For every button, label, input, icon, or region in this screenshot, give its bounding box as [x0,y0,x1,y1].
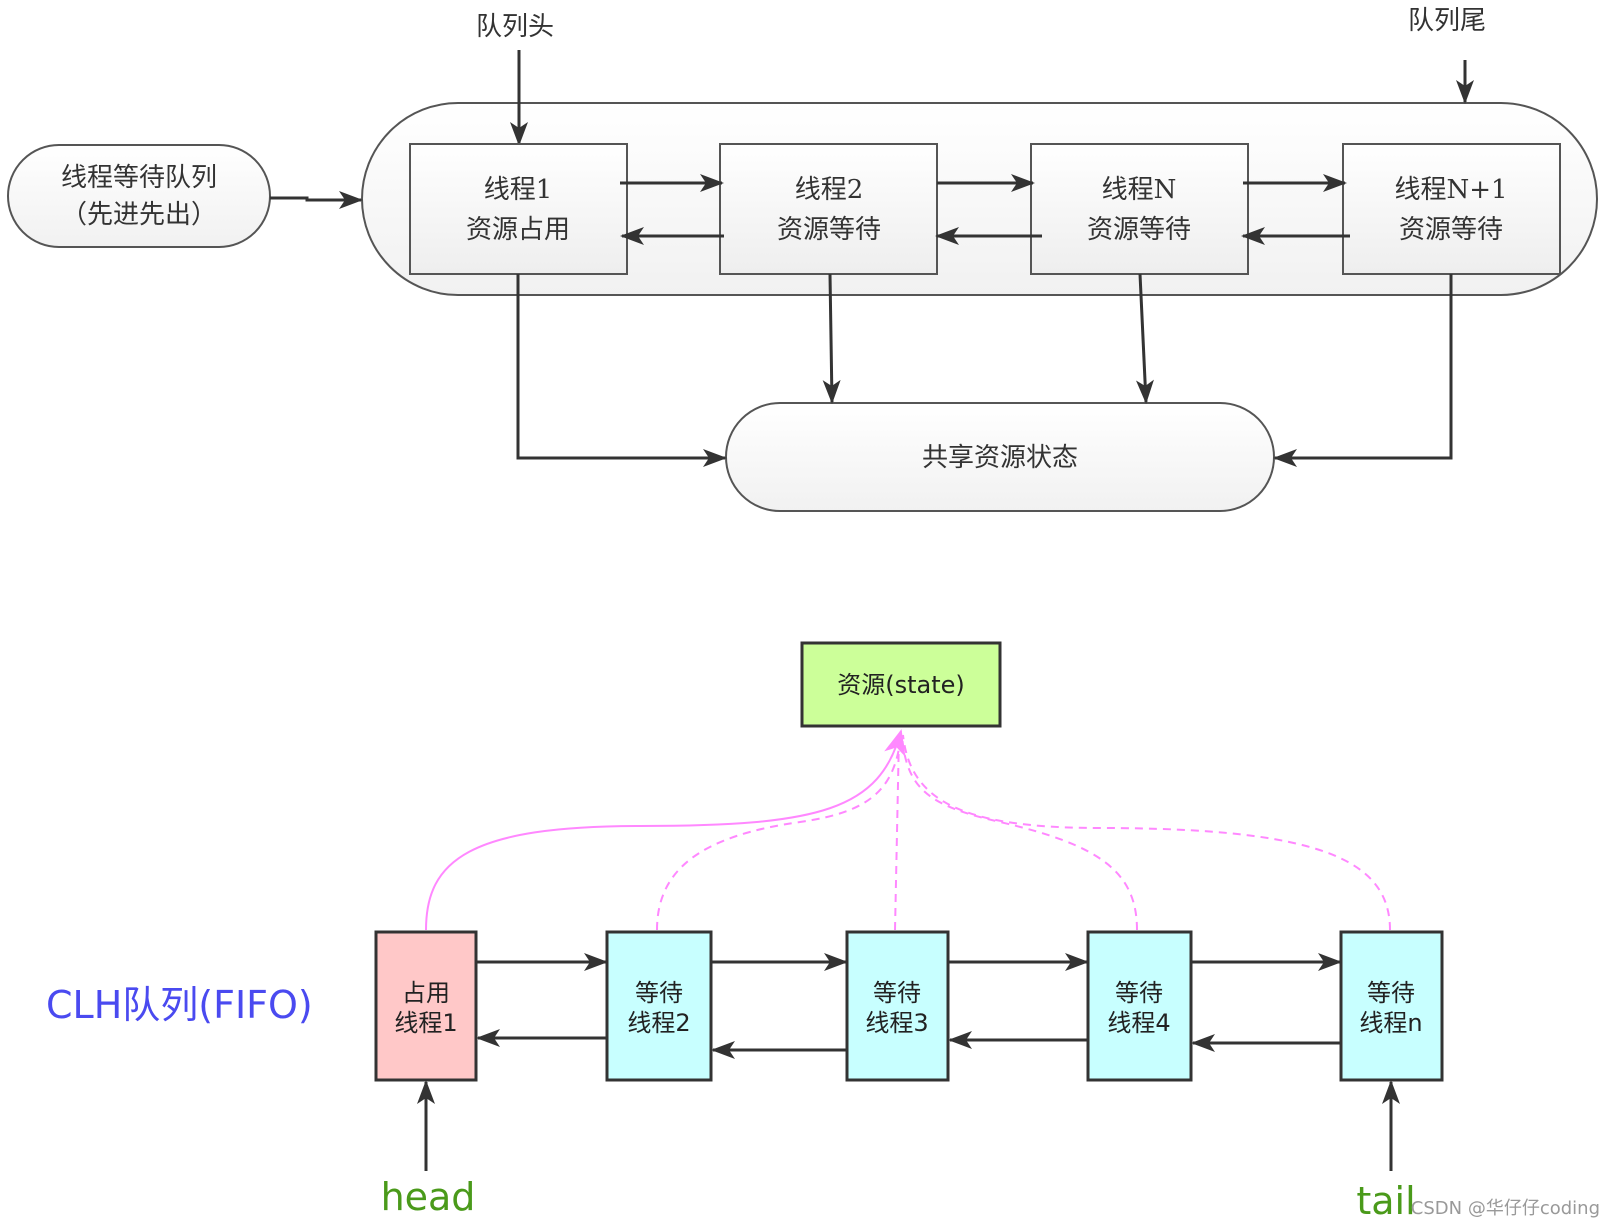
thread-n1-line2: 资源等待 [1399,215,1503,245]
node-3-line2: 线程3 [865,1009,928,1037]
thread-2-box [719,143,938,275]
thread-2-line1: 线程2 [795,175,864,205]
dependency-dashed-curve [902,734,1391,931]
dependency-dashed-curve [901,734,1138,931]
node-4-box [1086,930,1193,1082]
node-2-line1: 等待 [635,979,683,1007]
queue-tail-label: 队列尾 [1408,6,1486,36]
wait-queue-line1: 线程等待队列 [61,163,217,193]
top-diagram: 线程等待队列 （先进先出） 队列头 队列尾 线程1 资源占用 线程2 资源等待 … [7,6,1598,512]
head-label: head [381,1175,476,1219]
tail-label: tail [1356,1179,1415,1223]
node-3-box [845,930,950,1082]
node-1-line1: 占用 [402,979,450,1007]
node-5-line2: 线程n [1359,1009,1422,1037]
thread-to-state-arrow [516,274,727,467]
thread-n-line2: 资源等待 [1087,215,1191,245]
node-1-line2: 线程1 [394,1009,457,1037]
thread-to-state-arrow [1135,273,1154,404]
thread-1-line2: 资源占用 [466,215,570,245]
node-4-line1: 等待 [1115,979,1163,1007]
dependency-solid-curve [425,729,906,931]
thread-to-state-arrow [1273,274,1453,467]
wait-queue-arrow [270,191,363,209]
bottom-diagram: 资源(state) CLH队列(FIFO) 占用 线程1 等待 线程2 等待 线… [46,641,1600,1223]
node-3-line1: 等待 [873,979,921,1007]
resource-state-box [800,641,1002,728]
thread-n1-box [1342,143,1561,275]
thread-2-line2: 资源等待 [777,215,881,245]
thread-1-box [409,143,628,275]
shared-state-label: 共享资源状态 [922,443,1078,473]
thread-n-line1: 线程N [1102,175,1177,205]
thread-n1-line1: 线程N+1 [1394,175,1507,205]
node-1-box [374,930,478,1082]
thread-to-state-arrow [822,273,841,404]
clh-queue-label: CLH队列(FIFO) [46,983,313,1027]
dependency-dashed-curve [656,734,902,931]
wait-queue-node [7,144,271,248]
node-2-line2: 线程2 [627,1009,690,1037]
thread-1-line1: 线程1 [484,175,553,205]
resource-state-label: 资源(state) [837,671,965,699]
wait-queue-line2: （先进先出） [61,200,217,230]
queue-head-label: 队列头 [476,12,554,42]
dependency-dashed-curve [894,734,900,931]
node-2-box [605,930,713,1082]
node-5-line1: 等待 [1367,979,1415,1007]
thread-n-box [1030,143,1249,275]
node-4-line2: 线程4 [1107,1009,1170,1037]
watermark: CSDN @华仔仔coding [1411,1198,1600,1219]
